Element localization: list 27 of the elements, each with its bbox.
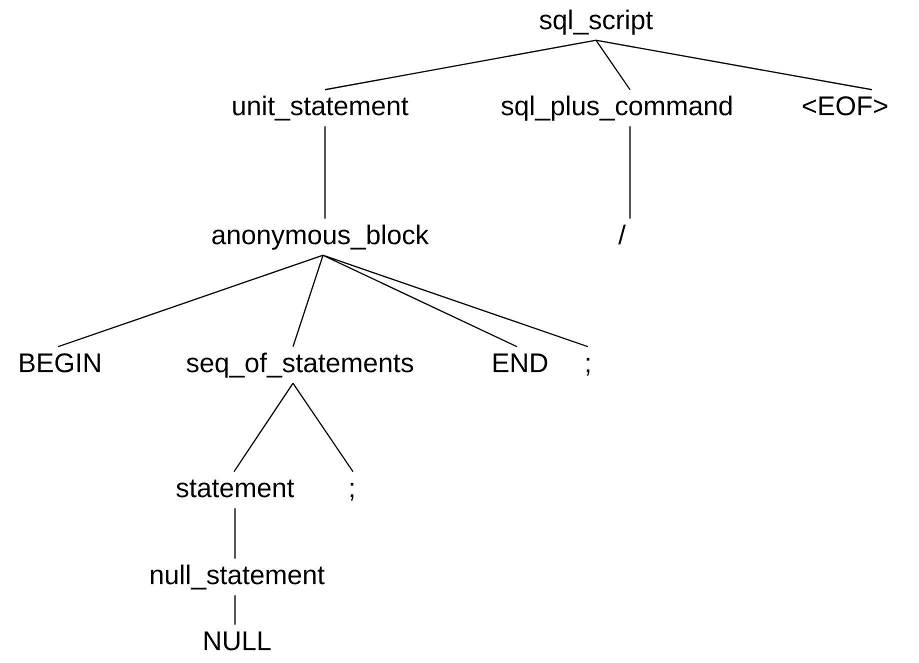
tree-node-label: NULL [204, 632, 271, 650]
tree-branch-line [58, 254, 324, 348]
tree-branch-line [292, 255, 324, 347]
tree-node-label: ; [350, 482, 354, 501]
tree-branch-line [233, 382, 294, 472]
tree-node-label: anonymous_block [212, 224, 429, 250]
tree-node-label: / [618, 224, 626, 244]
tree-node-label: END [494, 354, 548, 372]
tree-branch-line [292, 382, 354, 472]
tree-node-label: sql_script [540, 10, 653, 35]
tree-node-label: seq_of_statements [186, 352, 414, 378]
tree-branch-line [322, 254, 588, 348]
tree-node-label: sql_plus_command [501, 96, 732, 121]
tree-node-label: <EOF> [802, 96, 888, 116]
tree-node-label: BEGIN [20, 353, 100, 372]
tree-node-label: ; [586, 358, 590, 376]
tree-branch-line [324, 40, 596, 90]
tree-node-label: unit_statement [233, 96, 408, 120]
tree-branch-line [324, 126, 326, 219]
tree-branch-line [629, 126, 631, 219]
tree-node-label: statement [176, 480, 294, 498]
tree-branch-line [234, 595, 236, 625]
tree-branch-line [234, 508, 236, 559]
tree-branch-line [596, 40, 872, 90]
tree-node-label: null_statement [151, 564, 325, 590]
tree-branch-line [322, 254, 518, 348]
tree-branch-line [595, 40, 631, 90]
